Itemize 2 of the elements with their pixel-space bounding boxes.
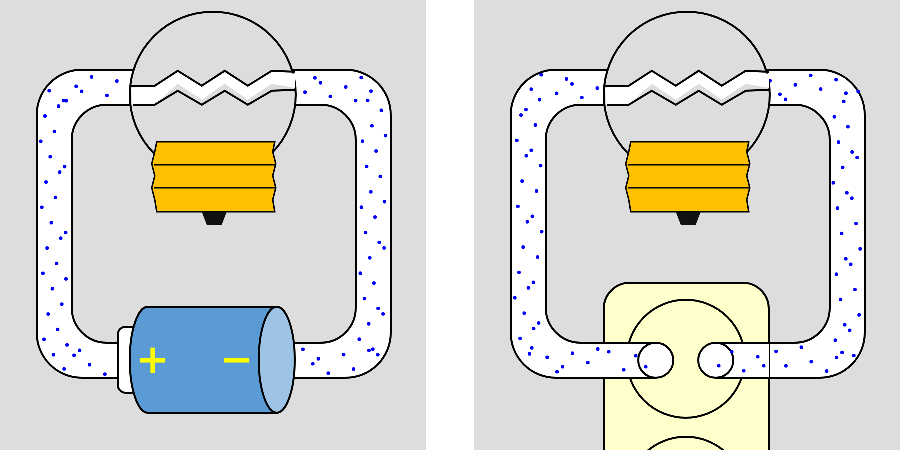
polarity-label: − bbox=[220, 340, 254, 380]
polarity-label: + bbox=[136, 340, 170, 380]
